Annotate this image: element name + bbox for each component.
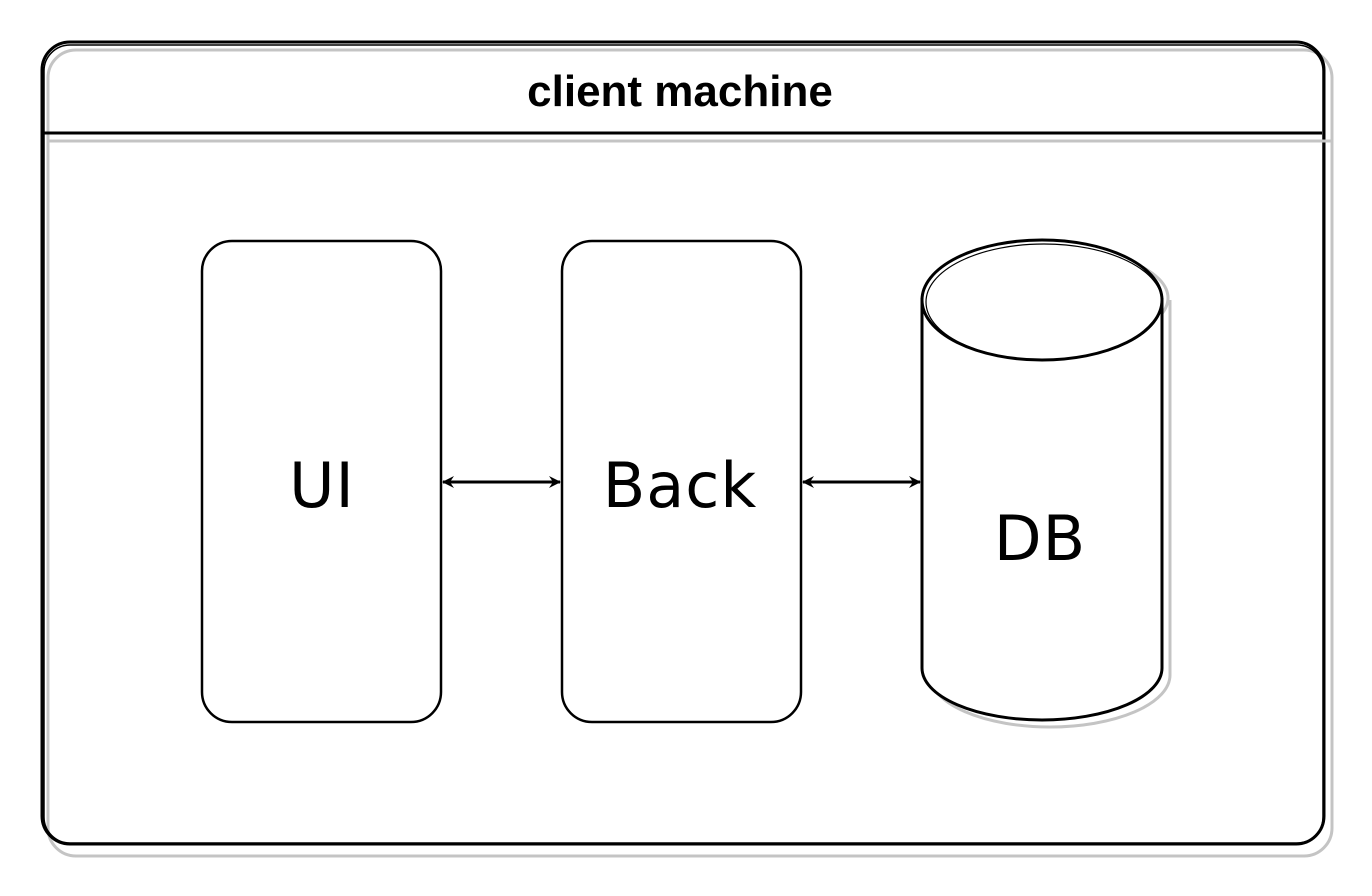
back-node[interactable]: Back xyxy=(560,239,803,724)
client-machine-container[interactable]: client machine xyxy=(40,40,1334,858)
ui-node-label: UI xyxy=(289,449,355,522)
db-node[interactable]: DB xyxy=(920,238,1172,729)
ui-node[interactable]: UI xyxy=(200,239,443,724)
container-title: client machine xyxy=(527,67,833,116)
db-node-label: DB xyxy=(994,502,1086,575)
back-node-label: Back xyxy=(603,449,758,522)
